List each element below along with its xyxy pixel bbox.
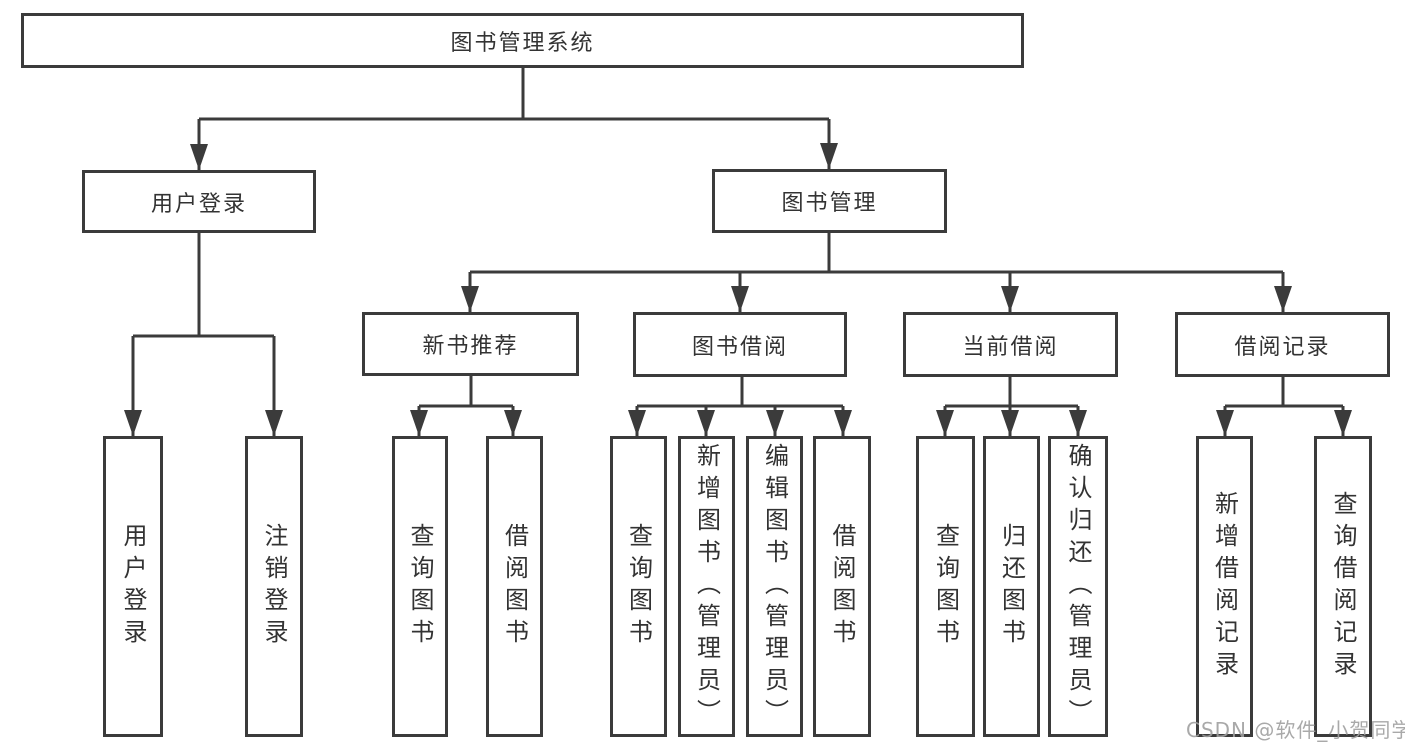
arrowheads xyxy=(124,143,1352,436)
leaf-borrow-books-recommend: 借阅图书 xyxy=(486,436,543,737)
leaf-borrow-books: 借阅图书 xyxy=(813,436,871,737)
leaf-confirm-return-admin: 确认归还（管理员） xyxy=(1048,436,1108,737)
leaf-query-borrow-record: 查询借阅记录 xyxy=(1314,436,1372,737)
csdn-watermark: CSDN @软件_小贺同学 xyxy=(1186,718,1405,742)
leaf-edit-book-admin: 编辑图书（管理员） xyxy=(746,436,803,737)
node-new-book-recommend: 新书推荐 xyxy=(362,312,579,376)
leaf-logout: 注销登录 xyxy=(245,436,303,737)
node-root: 图书管理系统 xyxy=(21,13,1024,68)
leaf-return-book: 归还图书 xyxy=(983,436,1040,737)
leaf-add-borrow-record: 新增借阅记录 xyxy=(1196,436,1253,737)
node-book-management: 图书管理 xyxy=(712,169,947,233)
node-user-login: 用户登录 xyxy=(82,170,316,233)
leaf-query-books-borrow: 查询图书 xyxy=(610,436,667,737)
leaf-query-books-recommend: 查询图书 xyxy=(392,436,448,737)
leaf-query-books-current: 查询图书 xyxy=(916,436,975,737)
leaf-user-login: 用户登录 xyxy=(103,436,163,737)
node-borrow-records: 借阅记录 xyxy=(1175,312,1390,377)
leaf-add-book-admin: 新增图书（管理员） xyxy=(678,436,735,737)
node-book-borrow: 图书借阅 xyxy=(633,312,847,377)
node-current-borrow: 当前借阅 xyxy=(903,312,1118,377)
